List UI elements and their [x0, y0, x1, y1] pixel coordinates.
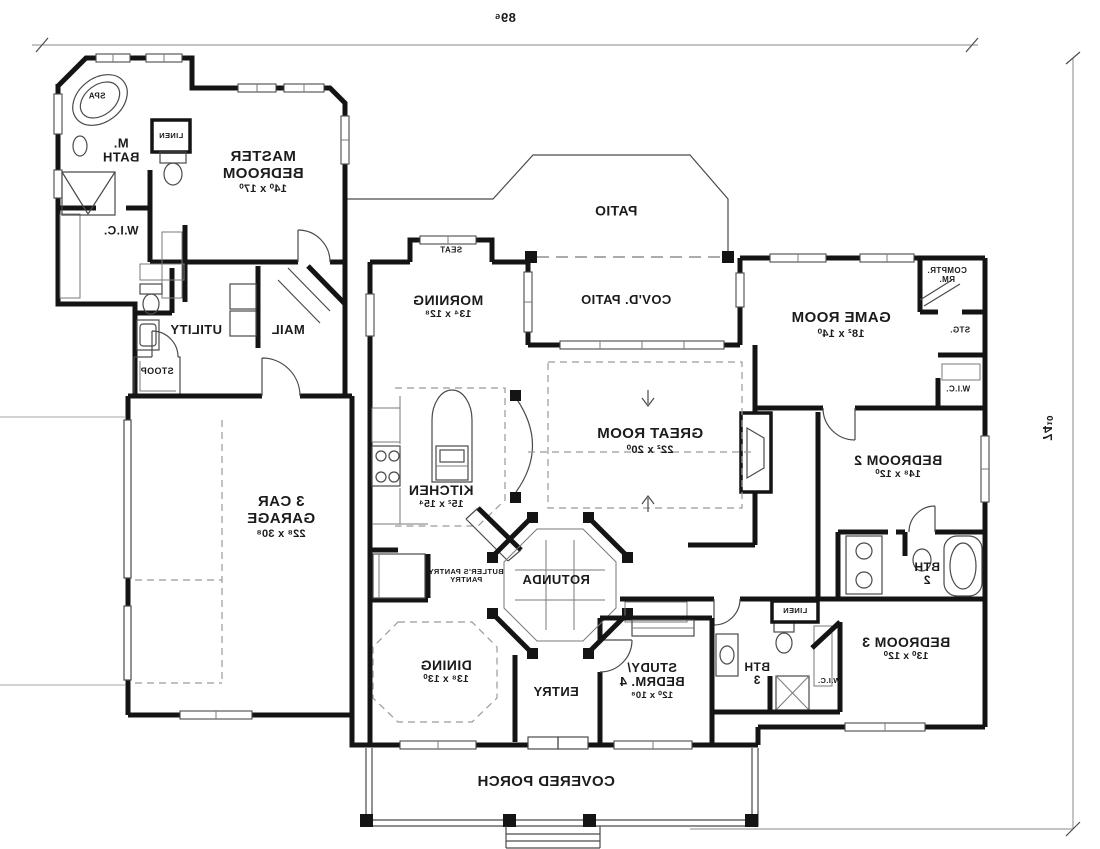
bedroom2-walls: [755, 405, 985, 598]
room-name: SPA: [88, 91, 106, 101]
label-covered-porch: COVERED PORCH: [477, 772, 615, 791]
room-name: PANTRY: [449, 575, 483, 584]
room-name: BEDROOM 2: [853, 452, 943, 469]
label-patio: PATIO: [594, 202, 638, 219]
room-name: 3: [753, 673, 761, 687]
dimension-width: 89⁶: [494, 9, 516, 25]
hall-and-study: [600, 542, 985, 745]
room-name: STOOP: [140, 366, 174, 377]
room-name: MAIL: [271, 321, 305, 337]
kitchen-wing: [365, 235, 533, 745]
room-dims: 12⁰ x 10⁸: [630, 689, 674, 701]
room-name: LINEN: [158, 130, 184, 140]
room-dims: 14⁰ x 17⁰: [239, 182, 287, 195]
room-dims: 13⁸ x 13⁰: [423, 674, 469, 686]
room-name: COV'D. PATIO: [580, 291, 672, 307]
label-seat: SEAT: [439, 245, 463, 256]
room-dims: 14⁸ x 12⁰: [875, 469, 921, 481]
rotunda-walls: [487, 512, 633, 659]
room-name: STG.: [949, 325, 971, 335]
patio-outline: [346, 154, 734, 263]
dimension-value: 74¹⁰: [1040, 415, 1056, 441]
room-name: DINING: [420, 657, 472, 674]
room-name: W.I.C.: [945, 384, 971, 394]
room-name: W.I.C.: [817, 675, 841, 685]
label-stoop: STOOP: [140, 366, 174, 377]
label-wic-master: W.I.C.: [103, 223, 139, 238]
dimension-height: 74¹⁰: [1040, 415, 1056, 441]
label-stg: STG.: [949, 325, 971, 336]
room-dims: 22² x 20⁰: [626, 443, 674, 456]
room-name: STUDY/: [626, 659, 678, 675]
room-name: GARAGE: [246, 509, 316, 527]
room-name: MORNING: [412, 292, 484, 309]
room-name: RM.: [939, 275, 955, 284]
label-mail: MAIL: [271, 321, 305, 337]
master-wing-walls: [53, 53, 350, 396]
label-linen-master: LINEN: [158, 130, 184, 140]
room-name: BEDRM. 4: [619, 674, 685, 690]
great-room-walls: [528, 258, 773, 545]
room-name: KITCHEN: [408, 482, 474, 499]
room-name: BEDROOM 3: [861, 634, 951, 651]
room-name: BATH: [102, 150, 140, 165]
utility-area: [133, 262, 348, 398]
label-wic-game: W.I.C.: [945, 384, 971, 395]
label-linen-hall: LINEN: [782, 605, 808, 615]
dimension-lines: [0, 37, 1081, 837]
game-room-walls: [740, 253, 990, 727]
room-name: PATIO: [594, 202, 638, 219]
room-dims: 13⁰ x 12⁰: [883, 651, 929, 663]
room-name: UTILITY: [170, 321, 222, 337]
room-name: W.I.C.: [103, 223, 139, 238]
label-utility: UTILITY: [170, 321, 222, 337]
label-m-bath: M.BATH: [102, 135, 140, 166]
room-name: GREAT ROOM: [596, 425, 704, 443]
room-name: COVERED PORCH: [477, 772, 615, 790]
room-name: 2: [923, 573, 931, 587]
label-rotunda: ROTUNDA: [522, 571, 590, 587]
room-name: MASTER: [230, 147, 296, 165]
room-name: 3 CAR: [257, 492, 305, 510]
label-spa: SPA: [88, 91, 106, 102]
room-dims: 13⁴ x 12⁸: [424, 309, 472, 321]
label-covd-patio: COV'D. PATIO: [580, 291, 672, 307]
room-name: GAME ROOM: [791, 309, 891, 327]
master-bath-fixtures: [61, 74, 331, 263]
dimension-value: 89⁶: [494, 9, 516, 25]
room-name: M.: [113, 135, 129, 151]
room-name: SEAT: [439, 245, 463, 255]
room-dims: 15² x 15⁴: [418, 499, 464, 511]
label-entry: ENTRY: [533, 683, 579, 699]
room-dims: 22⁸ x 30⁸: [256, 527, 306, 540]
room-name: BEDROOM: [222, 164, 304, 182]
room-name: ENTRY: [533, 683, 579, 699]
garage-walls: [123, 357, 355, 720]
label-wic-bed3: W.I.C.: [817, 675, 841, 685]
room-name: LINEN: [782, 605, 808, 615]
front-of-house: [349, 618, 985, 849]
room-dims: 18² x 14⁰: [817, 327, 865, 340]
room-name: ROTUNDA: [522, 571, 590, 587]
label-comptr-rm: COMPTR.RM.: [927, 266, 967, 285]
